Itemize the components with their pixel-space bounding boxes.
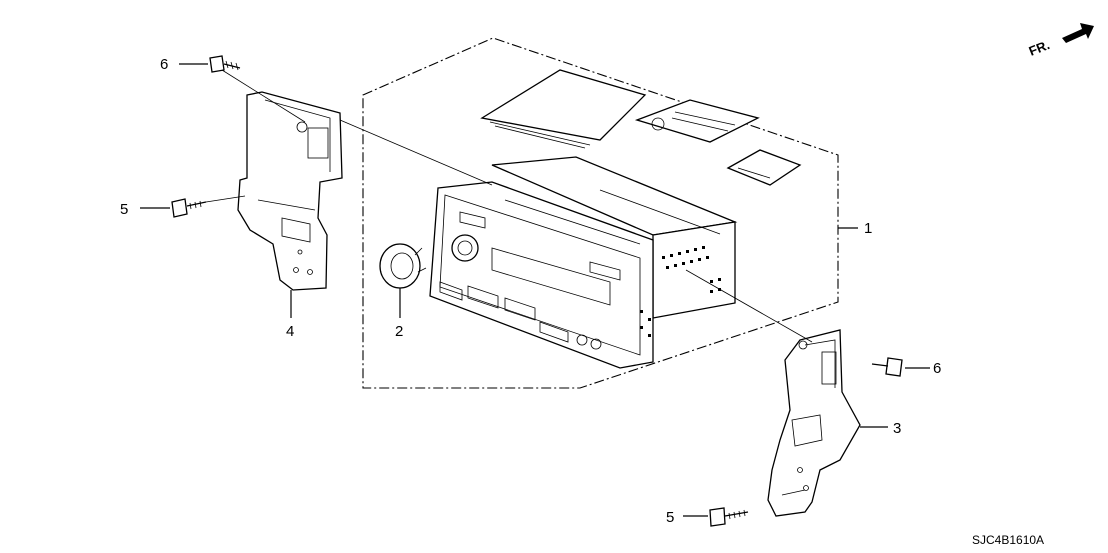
callout-5-top: 5 xyxy=(120,201,128,218)
callout-1: 1 xyxy=(864,220,872,237)
manual-booklets xyxy=(480,69,802,186)
front-direction-arrow: FR. xyxy=(1027,23,1094,59)
audio-unit xyxy=(429,156,738,369)
bolt-bottom-5 xyxy=(709,507,749,527)
callout-5-bottom: 5 xyxy=(666,509,674,526)
diagram-code: SJC4B1610A xyxy=(972,533,1044,547)
knob-ring xyxy=(379,243,427,289)
kit-boundary xyxy=(362,37,839,389)
svg-text:FR.: FR. xyxy=(1027,37,1052,59)
bolt-top-6 xyxy=(209,55,241,73)
bolt-right-6 xyxy=(871,357,903,377)
callout-6-right: 6 xyxy=(933,360,941,377)
bolt-top-5 xyxy=(171,198,207,218)
callout-4: 4 xyxy=(286,323,294,340)
callout-2: 2 xyxy=(395,323,403,340)
arrow-icon xyxy=(1062,23,1094,43)
left-bracket xyxy=(237,91,343,291)
callout-6-top: 6 xyxy=(160,56,168,73)
right-bracket xyxy=(767,329,861,517)
callout-3: 3 xyxy=(893,420,901,437)
